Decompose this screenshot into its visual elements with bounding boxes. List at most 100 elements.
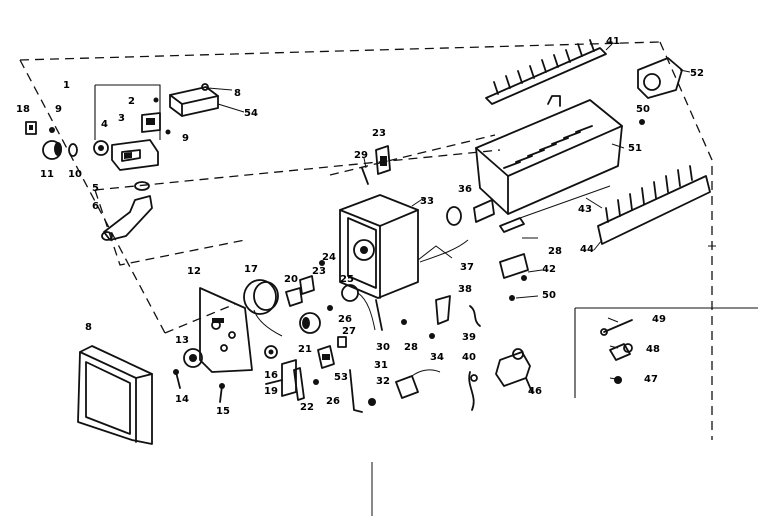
callout-32: 32 [376, 376, 390, 387]
part-20 [285, 287, 303, 307]
callout-37: 37 [460, 262, 474, 273]
bracket-54 [169, 86, 219, 117]
fill-tube-6 [101, 195, 153, 241]
callout-23-top: 23 [372, 128, 386, 139]
thermostat-27 [337, 336, 347, 348]
callout-21: 21 [298, 344, 312, 355]
callout-41: 41 [606, 36, 620, 47]
motor-17 [243, 279, 283, 337]
lever-22 [293, 367, 305, 401]
screw-34 [429, 333, 435, 339]
callout-20: 20 [284, 274, 298, 285]
callout-labels: 1 2 3 4 5 6 8 8 9 9 10 11 12 13 14 15 16… [16, 36, 704, 417]
callout-27: 27 [342, 326, 356, 337]
callout-16: 16 [264, 370, 278, 381]
ice-mold-51 [475, 95, 623, 215]
switch-53 [317, 345, 335, 369]
lead-30 [375, 299, 383, 331]
part-49 [600, 319, 633, 336]
callout-9-left: 9 [55, 104, 62, 115]
callout-54: 54 [244, 108, 258, 119]
spring-39 [469, 305, 481, 327]
spring-5 [134, 181, 150, 191]
screw-29 [361, 167, 369, 185]
clip-23-lower [299, 275, 315, 295]
callout-6: 6 [92, 201, 99, 212]
mounting-plate-12 [199, 287, 253, 373]
screw-42 [521, 275, 527, 281]
gear-4 [93, 140, 109, 156]
plug-32 [395, 369, 441, 399]
callout-46: 46 [528, 386, 542, 397]
clip-23-top [375, 145, 391, 175]
ejector-41 [485, 39, 607, 105]
switch-21 [299, 312, 321, 334]
wire-40 [468, 371, 478, 411]
water-valve-46 [495, 348, 533, 393]
callout-40: 40 [462, 352, 476, 363]
callout-8-screw: 8 [234, 88, 241, 99]
screw-14 [173, 369, 181, 389]
callout-11: 11 [40, 169, 54, 180]
screw-26-lower [313, 379, 319, 385]
screw-8-top [201, 83, 209, 91]
screw-50-top [639, 119, 645, 125]
screw-28-left [401, 319, 407, 325]
harness-31 [349, 369, 376, 413]
stripper-44 [597, 165, 711, 245]
callout-26-upper: 26 [338, 314, 352, 325]
knob-11 [42, 140, 62, 160]
heater-43 [499, 185, 611, 233]
part-25 [341, 284, 376, 331]
callout-3: 3 [118, 113, 125, 124]
callout-29: 29 [354, 150, 368, 161]
callout-14: 14 [175, 394, 189, 405]
callout-25: 25 [340, 274, 354, 285]
housing-33 [339, 194, 453, 299]
callout-47: 47 [644, 374, 658, 385]
callout-19: 19 [264, 386, 278, 397]
callout-36: 36 [458, 184, 472, 195]
callout-17: 17 [244, 264, 258, 275]
callout-42: 42 [542, 264, 556, 275]
callout-39: 39 [462, 332, 476, 343]
callout-22: 22 [300, 402, 314, 413]
callout-28-left: 28 [404, 342, 418, 353]
fitting-48 [609, 343, 633, 361]
screw-9-mid [165, 129, 171, 135]
callout-26-lower: 26 [326, 396, 340, 407]
bracket-52 [637, 57, 683, 99]
callout-33: 33 [420, 196, 434, 207]
screw-2 [153, 97, 159, 103]
callout-38: 38 [458, 284, 472, 295]
bracket-28-right [499, 253, 529, 279]
cover-8 [77, 345, 153, 445]
screw-26-upper [327, 305, 333, 311]
screw-9-left [49, 127, 55, 133]
gear-13 [183, 348, 203, 368]
ring-10 [68, 143, 78, 157]
callout-12: 12 [187, 266, 201, 277]
callout-44: 44 [580, 244, 594, 255]
callout-15: 15 [216, 406, 230, 417]
callout-10: 10 [68, 169, 82, 180]
inlet-bearing [473, 199, 495, 223]
callout-13: 13 [175, 335, 189, 346]
callout-23-lower: 23 [312, 266, 326, 277]
wire-37 [419, 239, 469, 263]
callout-43: 43 [578, 204, 592, 215]
fitting-47 [614, 376, 622, 384]
callout-5: 5 [92, 183, 99, 194]
callout-18: 18 [16, 104, 30, 115]
callout-31: 31 [374, 360, 388, 371]
clip-18 [25, 121, 37, 135]
screw-24 [319, 260, 325, 266]
lever-38 [435, 295, 451, 325]
gasket-36 [446, 206, 462, 226]
kit-box [574, 307, 758, 398]
callout-9-mid: 9 [182, 133, 189, 144]
callout-34: 34 [430, 352, 444, 363]
callout-28-right: 28 [548, 246, 562, 257]
